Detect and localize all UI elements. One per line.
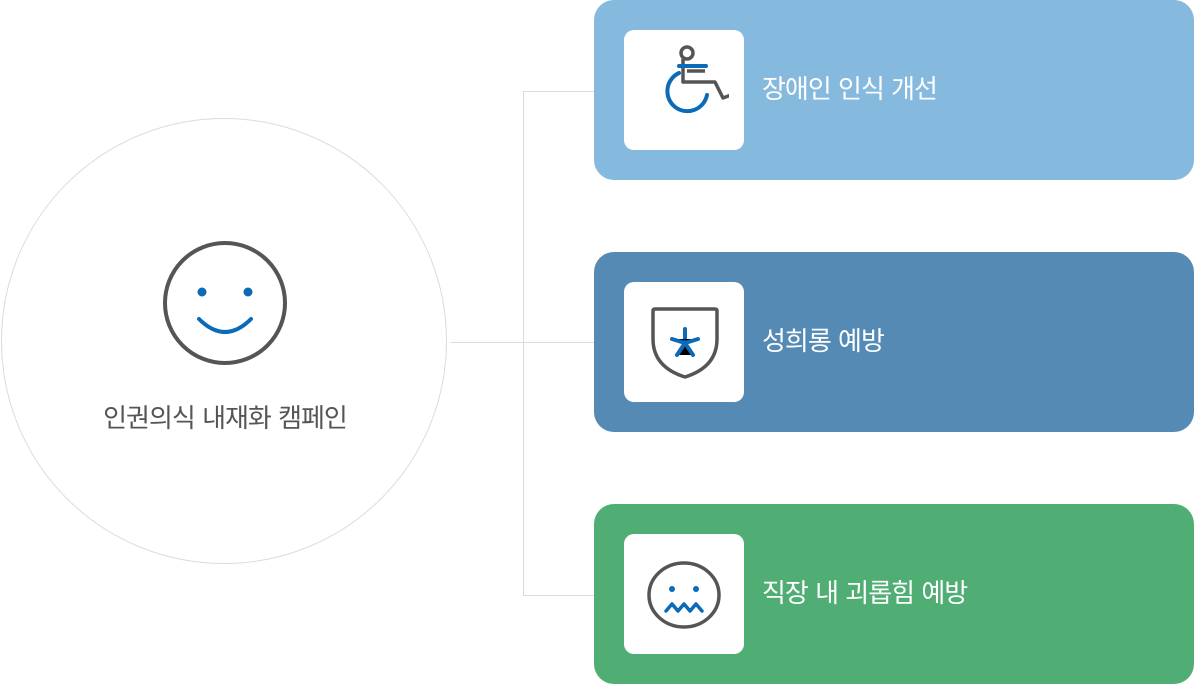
icon-box: [624, 30, 744, 150]
icon-box: [624, 282, 744, 402]
smiley-face-icon: [163, 241, 287, 365]
connector-line: [523, 91, 524, 595]
distressed-face-icon: [647, 561, 721, 629]
connector-line: [450, 342, 523, 343]
connector-line: [523, 342, 594, 343]
card-sexual-harassment-prevention: 성희롱 예방: [594, 252, 1194, 432]
center-label: 인권의식 내재화 캠페인: [103, 404, 348, 434]
shield-asterisk-icon: [651, 307, 719, 379]
wheelchair-icon: [665, 45, 729, 114]
card-disability-awareness: 장애인 인식 개선: [594, 0, 1194, 180]
card-label: 직장 내 괴롭힘 예방: [762, 579, 968, 609]
center-circle: [1, 118, 447, 564]
card-label: 장애인 인식 개선: [762, 75, 938, 105]
connector-line: [523, 595, 594, 596]
card-label: 성희롱 예방: [762, 327, 885, 357]
icon-box: [624, 534, 744, 654]
connector-line: [523, 91, 594, 92]
card-workplace-harassment-prevention: 직장 내 괴롭힘 예방: [594, 504, 1194, 684]
